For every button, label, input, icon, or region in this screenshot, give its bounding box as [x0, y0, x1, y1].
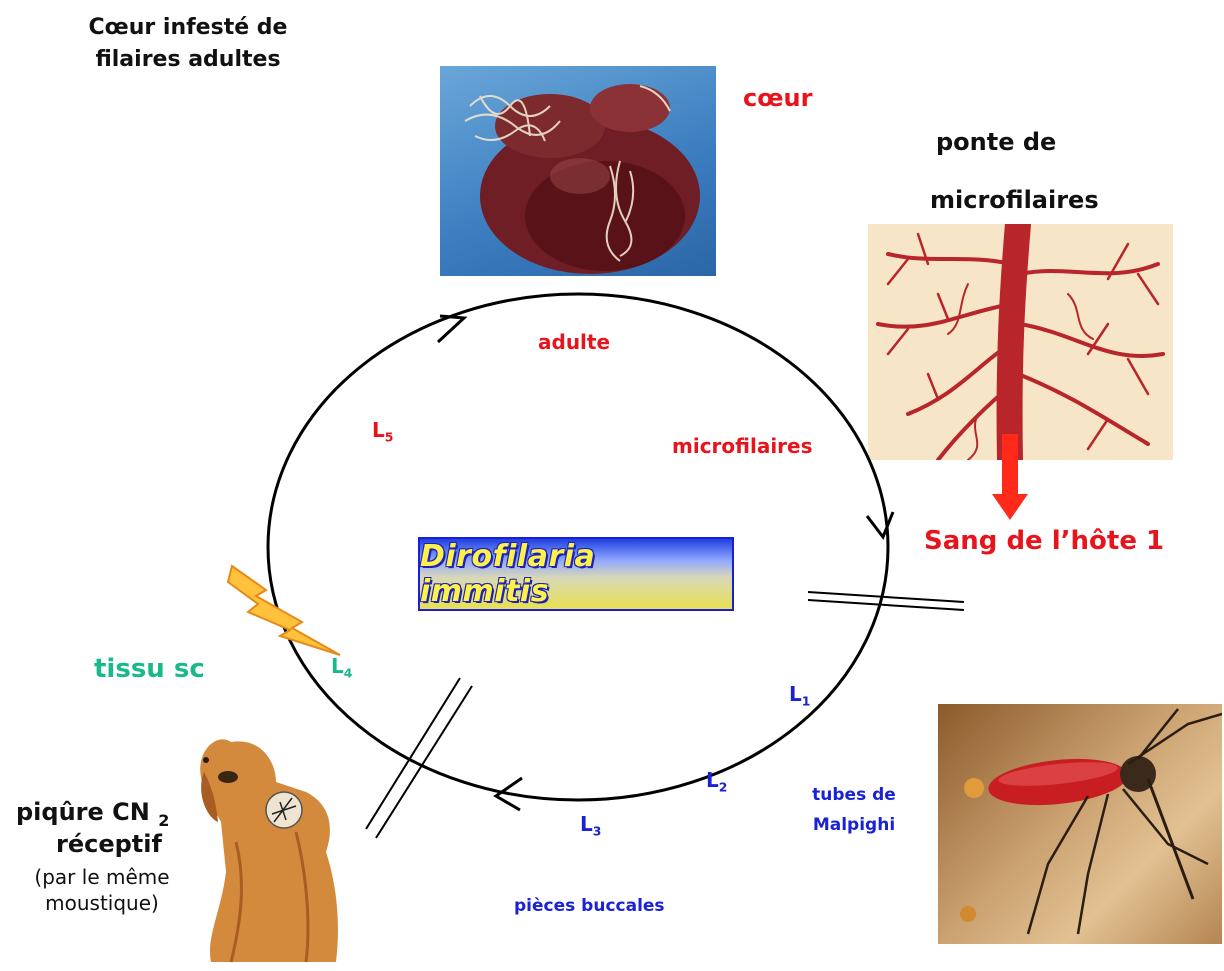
species-box: Dirofilaria immitis — [418, 537, 734, 611]
stage-L3-sub: 3 — [593, 823, 602, 838]
tubes-label: tubes de Malpighi — [806, 780, 902, 840]
tubes-label-line1: tubes de — [806, 780, 902, 810]
adulte-label: adulte — [538, 330, 610, 354]
red-arrow-head — [992, 494, 1028, 520]
stage-L3: L3 — [580, 812, 601, 836]
tubes-label-line2: Malpighi — [806, 810, 902, 840]
cycle-arrow-right — [867, 512, 893, 537]
piqure-label: piqûre CN 2 — [16, 798, 169, 826]
host-break-line-4 — [376, 686, 472, 838]
paren-label-line2: moustique) — [22, 890, 182, 916]
stage-L3-letter: L — [580, 812, 593, 836]
stage-L1-letter: L — [789, 682, 802, 706]
stage-L5: L5 — [372, 418, 393, 442]
stage-L4-letter: L — [331, 654, 344, 678]
lightning-icon — [228, 566, 340, 655]
piqure-main: piqûre CN — [16, 798, 150, 826]
paren-label-line1: (par le même — [22, 864, 182, 890]
stage-L1-sub: 1 — [802, 693, 811, 708]
piqure-sub: 2 — [158, 811, 169, 830]
host-break-line-3 — [366, 678, 460, 829]
species-name: Dirofilaria immitis — [420, 539, 732, 609]
red-arrow-shaft — [1002, 434, 1018, 494]
stage-L1: L1 — [789, 682, 810, 706]
pieces-label: pièces buccales — [514, 896, 665, 916]
stage-L2-sub: 2 — [719, 779, 728, 794]
stage-L5-sub: 5 — [385, 429, 394, 444]
stage-L4: L4 — [331, 654, 352, 678]
sang-label: Sang de l’hôte 1 — [924, 526, 1164, 556]
microfilaires-label: microfilaires — [672, 434, 813, 458]
tissu-label: tissu sc — [94, 654, 205, 684]
paren-label: (par le même moustique) — [22, 864, 182, 916]
stage-L2-letter: L — [706, 768, 719, 792]
stage-L5-letter: L — [372, 418, 385, 442]
stage-L4-sub: 4 — [344, 665, 353, 680]
receptif-label: réceptif — [56, 830, 162, 858]
stage-L2: L2 — [706, 768, 727, 792]
